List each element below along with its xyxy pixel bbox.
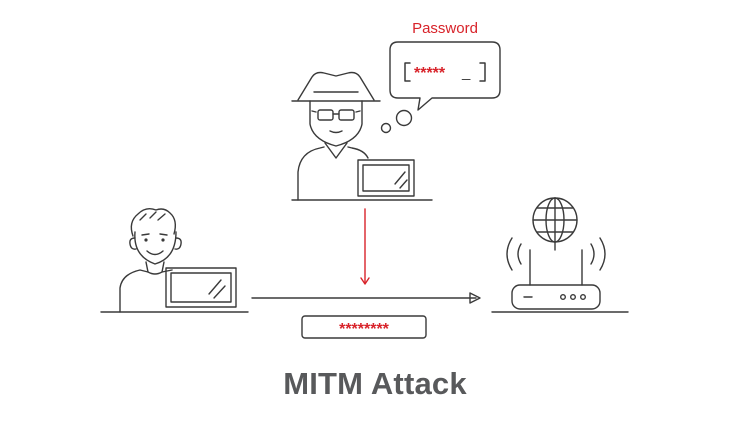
- globe-icon: [532, 197, 578, 251]
- thought-bubble-dot-large: [395, 109, 413, 127]
- hacker-icon: [291, 71, 433, 201]
- speech-bubble-outline: [389, 41, 501, 111]
- diagram-title: MITM Attack: [283, 366, 467, 401]
- password-cursor: _: [461, 64, 471, 81]
- password-label: Password: [412, 20, 478, 37]
- password-asterisks: *****: [414, 65, 446, 82]
- user-laptop-icon: [165, 267, 237, 308]
- intercepted-password-text: ********: [339, 321, 390, 338]
- hacker-laptop-icon: [357, 159, 415, 197]
- interception-arrow: [360, 208, 370, 285]
- thought-bubble-dot-small: [380, 122, 392, 134]
- router-icon: [491, 237, 629, 313]
- user-icon: [100, 207, 249, 313]
- connection-line: [251, 292, 481, 304]
- intercepted-password-box: ********: [301, 315, 427, 339]
- thought-bubble: Password ***** _: [380, 20, 501, 134]
- password-field: ***** _: [404, 62, 486, 82]
